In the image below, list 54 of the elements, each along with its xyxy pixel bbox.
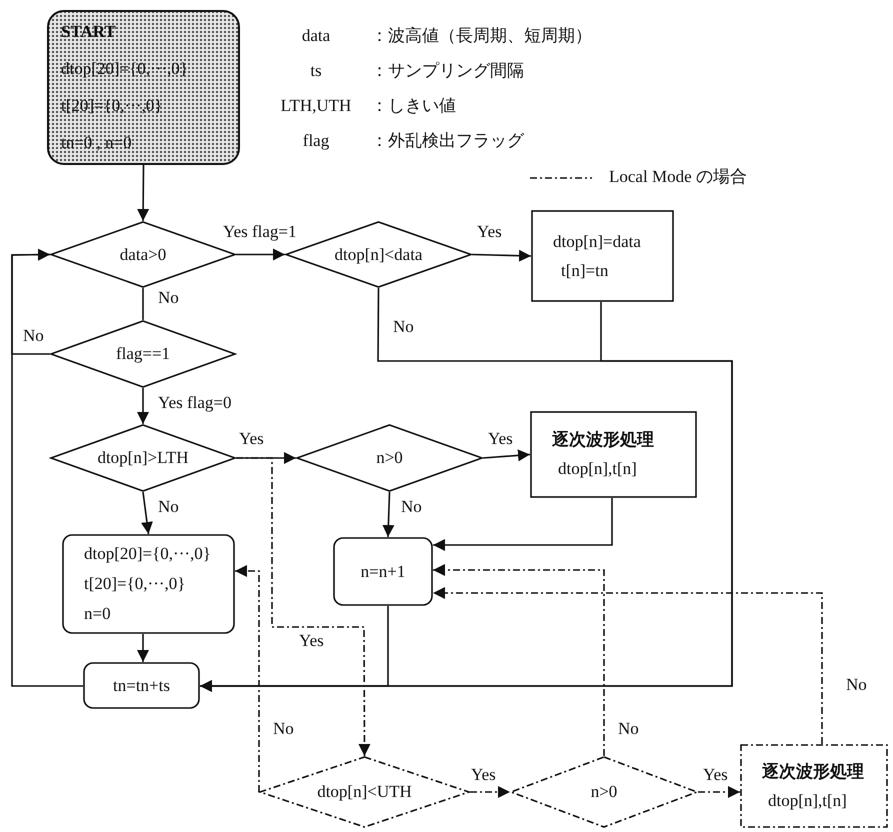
arrow	[382, 492, 394, 538]
arrow	[137, 634, 149, 662]
process-box	[83, 662, 200, 709]
process-text: 逐次波形処理	[552, 430, 655, 450]
process-box	[530, 411, 697, 498]
start-text: tn=0 , n=0	[61, 133, 133, 153]
decision-diamond	[50, 424, 236, 492]
arrow	[141, 492, 153, 534]
dashed-arrow	[433, 587, 823, 744]
dashed-arrow	[236, 457, 370, 756]
condition-text: flag==1	[116, 344, 170, 364]
process-text: t[n]=tn	[561, 260, 610, 280]
start-text: START	[61, 22, 117, 42]
decision-diamond	[50, 320, 236, 388]
start-box	[47, 10, 240, 165]
process-text: 逐次波形処理	[762, 762, 865, 782]
condition-text: n>0	[590, 782, 618, 802]
dashed-arrow	[235, 565, 260, 792]
dashed-arrow	[698, 786, 740, 798]
process-box	[62, 534, 235, 634]
process-box	[531, 210, 674, 302]
arrow	[11, 248, 83, 687]
arrow	[482, 449, 530, 462]
process-text: dtop[n],t[n]	[768, 790, 848, 810]
process-box	[740, 744, 888, 828]
process-text: dtop[n],t[n]	[558, 459, 638, 479]
process-text: tn=tn+ts	[113, 676, 170, 696]
process-text: n=n+1	[360, 562, 406, 582]
process-text: dtop[20]={0,···,0}	[84, 544, 212, 564]
edge-label: Yes flag=0	[157, 394, 233, 412]
condition-text: dtop[n]<data	[334, 244, 422, 264]
condition-text: dtop[n]>LTH	[97, 448, 189, 468]
process-text: t[20]={0,···,0}	[84, 574, 186, 594]
arrow	[433, 498, 613, 551]
arrow	[200, 606, 389, 692]
process-box	[333, 537, 433, 606]
legend-text: Local Mode の場合	[608, 168, 748, 186]
decision-diamond	[510, 756, 698, 828]
start-text: t[20]={0,···,0}	[61, 96, 164, 116]
dashed-arrow	[433, 564, 605, 756]
decision-diamond	[259, 756, 470, 828]
condition-text: data>0	[120, 244, 166, 264]
condition-text: n>0	[376, 448, 403, 468]
start-text: dtop[20]={0,···,0}	[61, 59, 189, 79]
arrow	[236, 248, 285, 260]
arrow	[137, 388, 149, 424]
decision-diamond	[296, 424, 483, 492]
process-text: n=0	[84, 604, 112, 624]
arrow	[472, 250, 532, 262]
arrow	[137, 165, 150, 221]
condition-text: dtop[n]<UTH	[317, 782, 412, 802]
dashed-arrow	[470, 786, 510, 798]
process-text: dtop[n]=data	[553, 232, 642, 252]
edge-label: Yes flag=1	[222, 223, 298, 241]
